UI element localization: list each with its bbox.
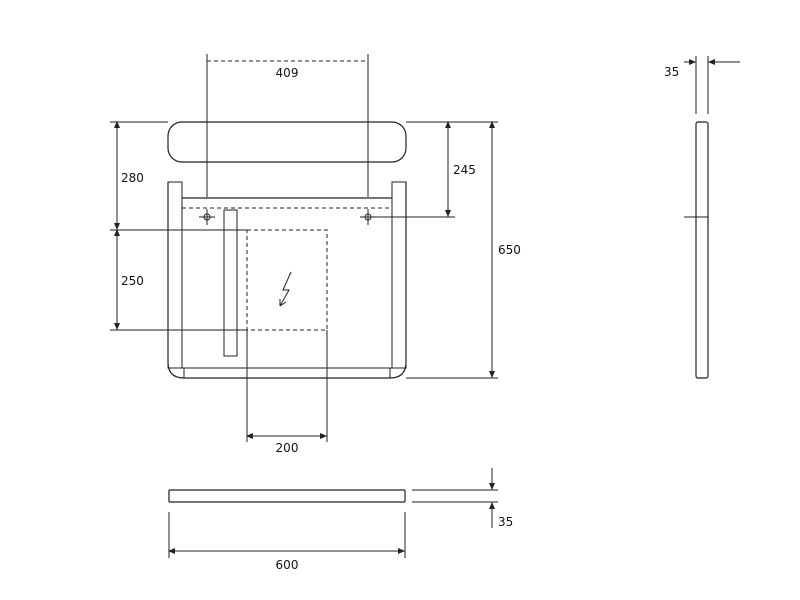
dim-left-upper-label: 280 <box>121 171 144 185</box>
dim-box-width: 200 <box>246 330 328 455</box>
dim-side-thickness: 35 <box>664 56 740 114</box>
left-side-panel <box>167 181 183 369</box>
dim-shelf-width: 600 <box>168 512 406 572</box>
bottom-lip <box>182 367 392 378</box>
shelf-view <box>168 489 406 503</box>
mount-hole-right <box>360 209 376 225</box>
electrical-box <box>246 229 328 331</box>
dim-left-lower-label: 250 <box>121 274 144 288</box>
side-panel <box>695 121 709 379</box>
dim-side-thickness-label: 35 <box>664 65 679 79</box>
dim-right: 245 650 <box>376 121 521 379</box>
dim-shelf-thickness: 35 <box>412 468 513 529</box>
dim-shelf-width-label: 600 <box>276 558 299 572</box>
lightning-icon <box>279 271 292 307</box>
top-bar <box>167 121 407 163</box>
front-view <box>167 121 407 379</box>
dim-top-width-label: 409 <box>276 66 299 80</box>
vertical-strip <box>223 209 238 357</box>
dim-right-upper-label: 245 <box>453 163 476 177</box>
mount-hole-left <box>199 209 215 225</box>
dim-left: 280 250 <box>110 121 247 331</box>
right-side-panel <box>391 181 407 369</box>
dim-shelf-thickness-label: 35 <box>498 515 513 529</box>
shelf-panel <box>168 489 406 503</box>
dim-box-width-label: 200 <box>276 441 299 455</box>
dim-right-total-label: 650 <box>498 243 521 257</box>
dim-top-width: 409 <box>206 54 369 197</box>
side-view <box>684 121 709 379</box>
